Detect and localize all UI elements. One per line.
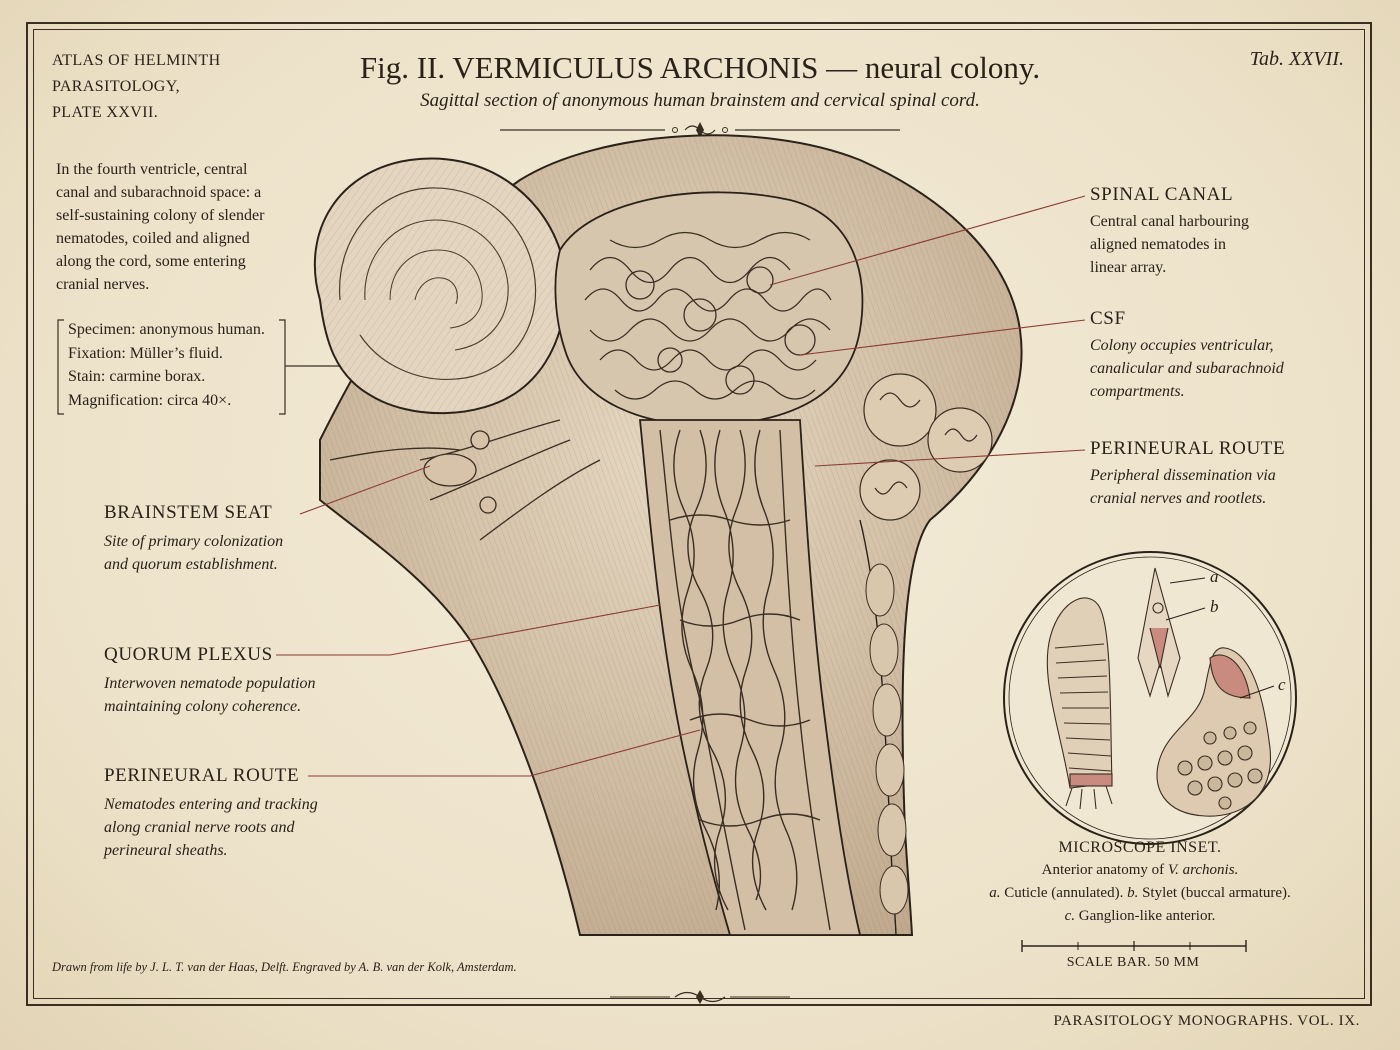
inset-key-a: a. [989,885,1001,901]
figure-title-main: VERMICULUS ARCHONIS [452,50,819,85]
label-title: PERINEURAL ROUTE [1090,438,1286,459]
intro-line: cranial nerves. [56,276,150,293]
label-title: PERINEURAL ROUTE [104,765,300,786]
label-desc: compartments. [1090,383,1185,400]
label-desc: maintaining colony coherence. [104,698,302,715]
label-desc: along cranial nerve roots and [104,819,295,836]
intro-line: canal and subarachnoid space: a [56,184,262,201]
label-desc: Nematodes entering and tracking [104,796,318,813]
spinal-cord [639,419,862,936]
inset-line-1-prefix: Anterior anatomy of [1041,862,1168,878]
inset-key-b-text: Stylet (buccal armature). [1138,885,1291,901]
label-perineural-route-left: PERINEURAL ROUTE Nematodes entering and … [104,765,364,862]
specimen-line: Fixation: Müller’s fluid. [68,344,223,362]
inset-title: MICROSCOPE INSET. [1058,839,1222,856]
tab-number: Tab. XXVII. [1249,48,1344,70]
coiled-colony [584,231,832,400]
inset-key-c-text: Ganglion-like anterior. [1075,908,1216,924]
cranial-nerve-roots [329,419,601,541]
inset-letter-a: a [1210,567,1219,586]
aligned-nematodes [659,429,831,931]
ventricle-dome [554,191,864,427]
intro-text: In the fourth ventricle, central canal a… [56,158,296,296]
label-title: SPINAL CANAL [1090,184,1234,205]
cuticle-drawing [1046,597,1113,810]
label-desc: Interwoven nematode population [104,675,316,692]
leader-lines [276,195,1086,777]
inset-line-1: Anterior anatomy of V. archonis. [960,859,1320,882]
intro-line: In the fourth ventricle, central [56,161,248,178]
plate-frame-outer [26,22,1372,1006]
inset-species: V. archonis. [1167,862,1239,878]
specimen-info: Specimen: anonymous human. Fixation: Mül… [60,318,296,412]
vertebral-segments [865,563,909,915]
label-desc: Colony occupies ventricular, [1090,337,1274,354]
microscope-inset: a b c [1003,551,1297,845]
label-spinal-canal: SPINAL CANAL Central canal harbouring al… [1090,184,1330,279]
label-brainstem-seat: BRAINSTEM SEAT Site of primary colonizat… [104,502,344,576]
intro-line: along the cord, some entering [56,253,246,270]
atlas-header: ATLAS OF HELMINTH PARASITOLOGY, PLATE XX… [52,48,352,126]
monograph-volume: PARASITOLOGY MONOGRAPHS. VOL. IX. [1053,1013,1360,1029]
atlas-line-1: ATLAS OF HELMINTH PARASITOLOGY, [52,52,221,95]
nerve-ganglia [859,373,993,521]
intro-line: nematodes, coiled and aligned [56,230,250,247]
cerebellum-drawing [313,157,567,415]
label-title: QUORUM PLEXUS [104,644,273,665]
label-csf: CSF Colony occupies ventricular, canalic… [1090,308,1340,403]
inset-line-3: c. Ganglion-like anterior. [960,905,1320,928]
scale-bar [1021,940,1247,952]
label-title: BRAINSTEM SEAT [104,502,273,523]
engraver-credit: Drawn from life by J. L. T. van der Haas… [52,960,517,974]
figure-subtitle: Sagittal section of anonymous human brai… [420,90,980,111]
ganglion-drawing [1156,647,1271,817]
figure-title: Fig. II. VERMICULUS ARCHONIS — neural co… [340,48,1060,88]
inset-key-a-text: Cuticle (annulated). [1000,885,1128,901]
atlas-line-2: PLATE XXVII. [52,104,159,121]
label-desc: aligned nematodes in [1090,236,1226,253]
figure-title-suffix: — neural colony. [818,50,1041,85]
label-desc: canalicular and subarachnoid [1090,360,1284,377]
label-desc: Site of primary colonization [104,533,284,550]
inset-caption: MICROSCOPE INSET. Anterior anatomy of V.… [960,836,1320,928]
label-quorum-plexus: QUORUM PLEXUS Interwoven nematode popula… [104,644,364,718]
label-perineural-route-right: PERINEURAL ROUTE Peripheral disseminatio… [1090,438,1340,510]
inset-letter-c: c [1278,675,1286,694]
intro-line: self-sustaining colony of slender [56,207,265,224]
inset-letter-b: b [1210,597,1219,616]
label-desc: and quorum establishment. [104,556,278,573]
label-desc: cranial nerves and rootlets. [1090,490,1267,507]
inset-key-c: c. [1064,908,1076,924]
label-desc: perineural sheaths. [104,842,228,859]
label-desc: linear array. [1090,259,1167,276]
inset-leaders [1165,577,1275,699]
specimen-line: Magnification: circa 40×. [68,391,232,409]
label-desc: Central canal harbouring [1090,213,1250,230]
title-ornament [500,122,900,138]
stylet-drawing [1137,567,1181,699]
label-title: CSF [1090,308,1126,329]
specimen-line: Stain: carmine borax. [68,368,206,385]
specimen-line: Specimen: anonymous human. [68,321,265,338]
inset-line-2: a. Cuticle (annulated). b. Stylet (bucca… [960,882,1320,905]
scale-bar-label: SCALE BAR. 50 µm [1066,955,1200,970]
inset-key-b: b. [1127,885,1139,901]
figure-title-prefix: Fig. II. [359,50,453,85]
footer-ornament [610,990,790,1004]
label-desc: Peripheral dissemination via [1090,467,1276,484]
